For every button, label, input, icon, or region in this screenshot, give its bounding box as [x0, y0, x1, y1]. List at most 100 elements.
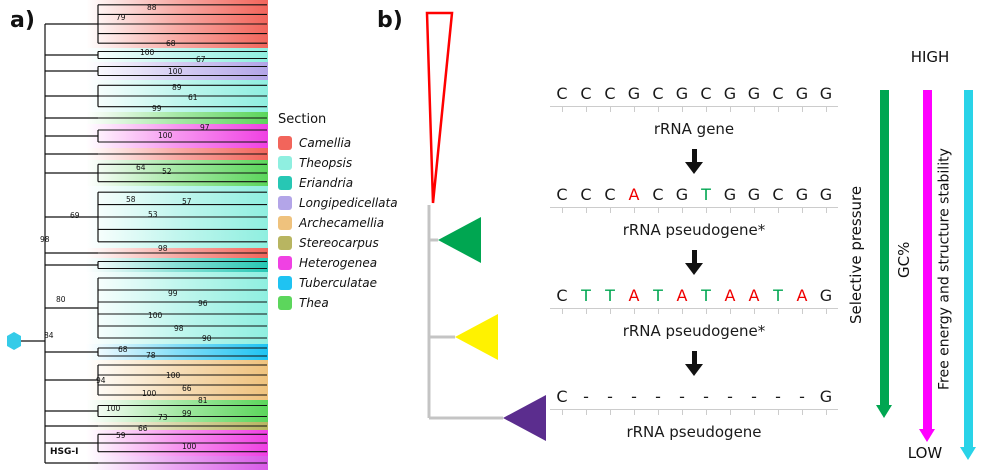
- bootstrap-value: 99: [152, 104, 162, 113]
- bootstrap-value: 78: [146, 351, 156, 360]
- arrow-stem: [963, 90, 973, 447]
- yellow-clade-triangle: [455, 314, 498, 360]
- bootstrap-value: 68: [118, 345, 128, 354]
- bootstrap-value: 67: [196, 55, 206, 64]
- nucleotide: C: [772, 84, 784, 103]
- nucleotide: -: [655, 387, 661, 406]
- nucleotide: C: [772, 185, 784, 204]
- nucleotide: G: [675, 84, 689, 103]
- nucleotide: -: [607, 387, 613, 406]
- legend-item-archecamellia: Archecamellia: [278, 216, 398, 230]
- sequence-caption: rRNA pseudogene*: [622, 322, 766, 340]
- bootstrap-value: 96: [198, 299, 208, 308]
- legend-color-swatch: [278, 176, 292, 190]
- legend-item-camellia: Camellia: [278, 136, 398, 150]
- legend-color-swatch: [278, 196, 292, 210]
- panel-b-label: b): [377, 8, 403, 33]
- legend-item-heterogenea: Heterogenea: [278, 256, 398, 270]
- sequence-ruler: [550, 207, 838, 213]
- nucleotide: C: [556, 387, 568, 406]
- arrow-head-icon: [960, 447, 976, 460]
- root-node-marker: [7, 332, 21, 350]
- bootstrap-value: 100: [140, 48, 155, 57]
- nucleotide: G: [747, 185, 761, 204]
- clade-band-theopsis: [86, 48, 268, 62]
- bootstrap-value: 89: [172, 83, 182, 92]
- legend-item-label: Longipedicellata: [299, 196, 398, 210]
- nucleotide-row: C----------G: [550, 387, 838, 407]
- nucleotide: G: [627, 84, 641, 103]
- legend-color-swatch: [278, 236, 292, 250]
- nucleotide: A: [796, 286, 808, 305]
- nucleotide: G: [819, 84, 833, 103]
- legend-title: Section: [278, 112, 327, 127]
- nucleotide: C: [556, 84, 568, 103]
- gc-percent-label: GC%: [895, 241, 914, 279]
- bootstrap-value: 79: [116, 13, 126, 22]
- nucleotide: T: [773, 286, 783, 305]
- nucleotide: -: [631, 387, 637, 406]
- nucleotide: C: [580, 84, 592, 103]
- legend-item-stereocarpus: Stereocarpus: [278, 236, 398, 250]
- bootstrap-value: 94: [96, 376, 106, 385]
- nucleotide: G: [795, 185, 809, 204]
- nucleotide: T: [605, 286, 615, 305]
- bootstrap-value: 61: [188, 93, 198, 102]
- nucleotide: T: [581, 286, 591, 305]
- legend-color-swatch: [278, 276, 292, 290]
- bootstrap-value: 64: [136, 163, 146, 172]
- bootstrap-value: 84: [44, 331, 54, 340]
- legend-item-eriandria: Eriandria: [278, 176, 398, 190]
- bootstrap-value: 90: [202, 334, 212, 343]
- nucleotide: G: [675, 185, 689, 204]
- nucleotide: -: [751, 387, 757, 406]
- bootstrap-value: 88: [147, 3, 157, 12]
- high-label: HIGH: [910, 48, 950, 66]
- bootstrap-value: 57: [182, 197, 192, 206]
- bootstrap-value: 59: [116, 431, 126, 440]
- nucleotide: G: [795, 84, 809, 103]
- arrow-stem: [922, 90, 932, 429]
- clade-band-heterogenea: [86, 124, 268, 148]
- selective-pressure-label: Selective pressure: [847, 185, 866, 325]
- low-label: LOW: [907, 444, 943, 462]
- outlined-clade-triangle: [425, 11, 454, 204]
- nucleotide: -: [727, 387, 733, 406]
- gc-percent-arrow: [919, 90, 935, 442]
- legend-item-label: Theopsis: [299, 156, 353, 170]
- collapsed-clade-tree: [425, 11, 546, 441]
- nucleotide: T: [701, 286, 711, 305]
- legend-item-label: Eriandria: [299, 176, 354, 190]
- down-arrow-icon: [685, 250, 703, 275]
- legend-item-label: Thea: [299, 296, 329, 310]
- selective-pressure-arrow: [876, 90, 892, 418]
- nucleotide: A: [628, 286, 640, 305]
- bootstrap-value: 81: [198, 396, 208, 405]
- green-clade-triangle: [438, 217, 481, 263]
- nucleotide: C: [556, 286, 568, 305]
- nucleotide: C: [580, 185, 592, 204]
- nucleotide: -: [679, 387, 685, 406]
- nucleotide: G: [723, 84, 737, 103]
- clade-band-theopsis: [86, 272, 268, 344]
- bootstrap-value: 80: [56, 295, 66, 304]
- bootstrap-value: 98: [40, 235, 50, 244]
- sequence-caption: rRNA pseudogene: [626, 423, 762, 441]
- down-arrow-icon: [685, 351, 703, 376]
- legend-item-tuberculatae: Tuberculatae: [278, 276, 398, 290]
- legend-item-label: Heterogenea: [299, 256, 378, 270]
- bootstrap-value: 69: [70, 211, 80, 220]
- bootstrap-value: 100: [168, 67, 183, 76]
- legend-color-swatch: [278, 256, 292, 270]
- nucleotide: -: [799, 387, 805, 406]
- nucleotide: -: [703, 387, 709, 406]
- nucleotide: A: [676, 286, 688, 305]
- bootstrap-value: 100: [106, 404, 121, 413]
